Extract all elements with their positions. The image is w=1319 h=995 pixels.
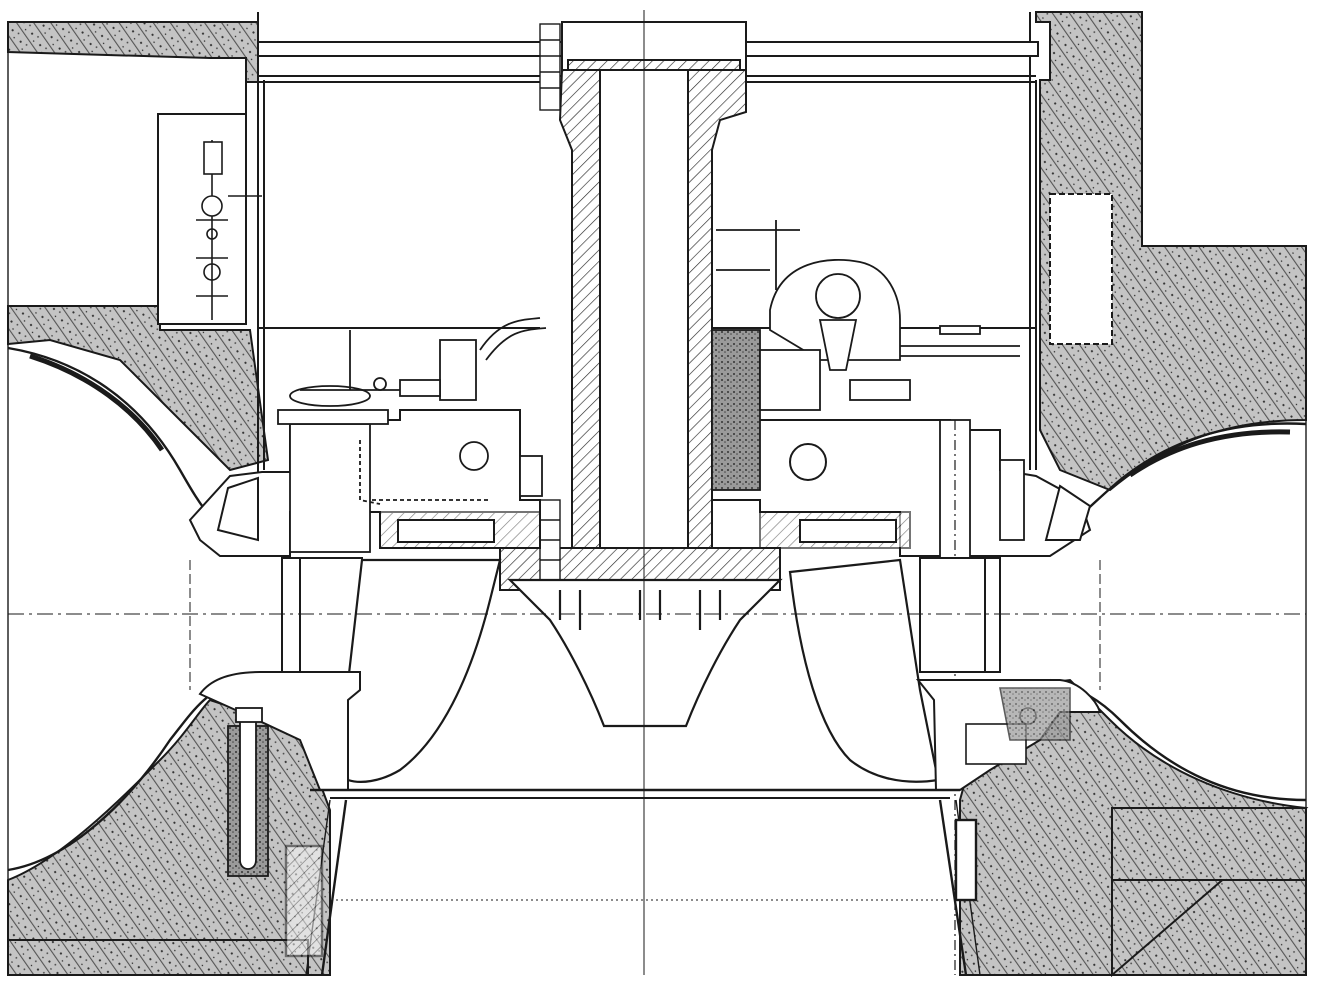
coupling-bolts xyxy=(539,23,561,591)
concrete-bottom-left-strip xyxy=(7,939,309,976)
draft-tube-left-wall xyxy=(320,799,348,976)
concrete-structure xyxy=(7,11,1309,978)
guide-vane-servomotor-right xyxy=(711,220,1025,975)
anchor-bolt-pocket xyxy=(227,707,269,877)
right-anchor-details xyxy=(965,687,1071,765)
runner-cone xyxy=(507,578,783,728)
runner xyxy=(344,558,940,783)
guide-vane-servomotor-left xyxy=(277,317,547,553)
control-cabinet-left xyxy=(157,113,247,325)
frame-lines xyxy=(157,12,1113,480)
draft-tube-right-wall xyxy=(938,799,968,976)
stay-vane-left xyxy=(281,557,363,673)
draft-tube-liner-right xyxy=(954,818,978,902)
centre-lines xyxy=(7,10,1307,975)
control-cabinet-right xyxy=(1049,193,1113,345)
concrete-lower-right-block xyxy=(1111,807,1307,881)
head-cover-right xyxy=(711,419,1092,557)
runner-blade-right xyxy=(788,558,940,783)
draft-tube xyxy=(284,799,981,976)
runner-blade-left xyxy=(344,558,502,783)
spiral-case-right-inner xyxy=(1128,429,1291,478)
stay-vane-right xyxy=(919,557,1001,673)
cabinet-left-instruments xyxy=(196,140,262,320)
spiral-case-left-inner xyxy=(29,353,165,452)
draft-tube-liner-left xyxy=(284,844,324,958)
